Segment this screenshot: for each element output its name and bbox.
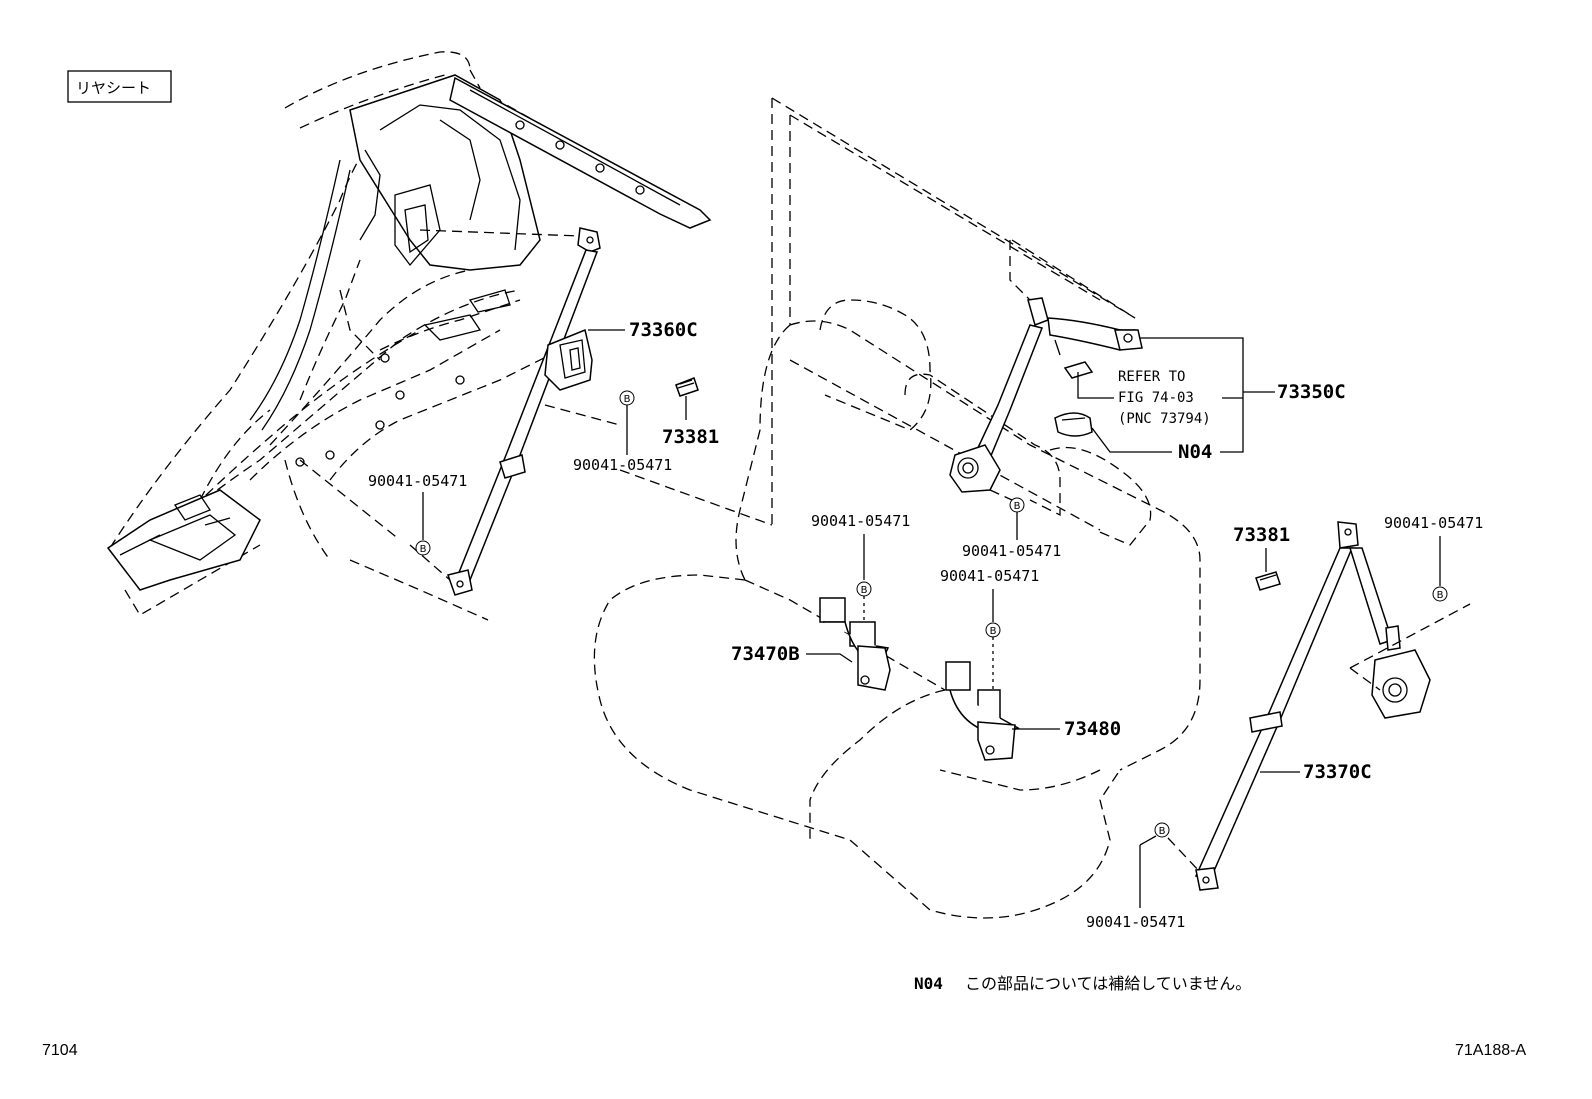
bolt-symbol-left-outer: B [415,540,431,556]
callout-73370c: 73370C [1303,761,1372,783]
svg-text:B: B [861,585,868,596]
callout-73360c: 73360C [629,319,698,341]
refer-line-2: FIG 74-03 [1118,390,1194,406]
svg-text:B: B [420,544,427,555]
callout-73381-right: 73381 [1233,524,1290,546]
bolt-symbol-center-buckle-b: B [985,622,1001,638]
callout-73480: 73480 [1064,718,1121,740]
callout-bolt-center-upper: 90041-05471 [962,542,1061,560]
callout-bolt-left-inner: 90041-05471 [573,456,672,474]
callout-bolt-center-buckle-b: 90041-05471 [940,567,1039,585]
footnote-text: この部品については補給していません。 [965,974,1251,993]
section-label: リヤシート [67,70,172,103]
svg-text:B: B [1159,826,1166,837]
bolt-symbol-right-upper: B [1432,586,1448,602]
rear-body-structure [106,51,712,616]
part-73381-right [1255,571,1281,591]
callout-73350c: 73350C [1277,381,1346,403]
buckle-73480 [945,661,1020,761]
bolt-symbol-left-inner: B [619,390,635,406]
rear-seat-outline [593,97,1201,919]
section-label-text: リヤシート [76,79,151,97]
svg-text:B: B [990,626,997,637]
callout-bolt-left-outer: 90041-05471 [368,472,467,490]
figure-id: 71A188-A [1455,1042,1526,1059]
part-73381-left [675,377,699,397]
callout-n04: N04 [1178,441,1212,463]
refer-line-1: REFER TO [1118,369,1185,385]
bolt-symbol-center-buckle-a: B [856,581,872,597]
buckle-73470b [819,597,891,691]
callout-bolt-right-upper: 90041-05471 [1384,514,1483,532]
callout-73381-left: 73381 [662,426,719,448]
refer-line-3: (PNC 73794) [1118,411,1211,427]
belt-73360c [349,227,621,621]
belt-73350c [949,239,1143,493]
callout-bolt-center-buckle-a: 90041-05471 [811,512,910,530]
footnote-code: N04 [914,974,943,993]
bolt-symbol-center-upper: B [1009,497,1025,513]
callout-bolt-right-lower: 90041-05471 [1086,913,1185,931]
page-number: 7104 [42,1042,78,1059]
svg-text:B: B [624,394,631,405]
belt-73370c [1167,521,1471,891]
svg-text:B: B [1437,590,1444,601]
callout-73470b: 73470B [731,643,800,665]
svg-text:B: B [1014,501,1021,512]
bolt-symbol-right-lower: B [1154,822,1170,838]
